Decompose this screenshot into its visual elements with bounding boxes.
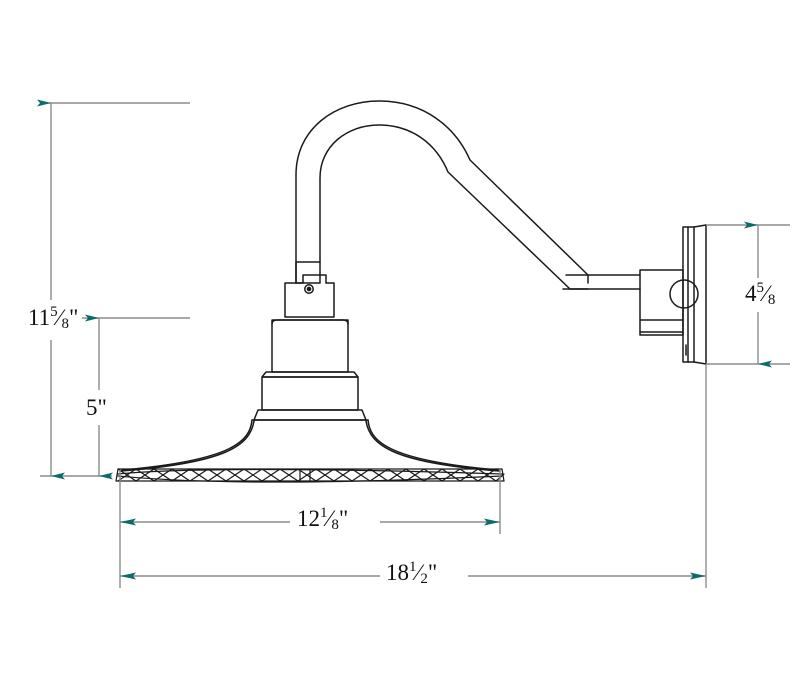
dim-shade-diameter-unit: ": [339, 506, 348, 531]
dim-shade-diameter-denominator: 8: [331, 517, 339, 533]
dim-shade-height-unit: ": [98, 395, 107, 420]
shade-outer-curve-right: [365, 420, 501, 472]
shade-outer-curve-left: [119, 420, 255, 472]
dim-projection-unit: ": [428, 560, 437, 585]
dim-overall-height-denominator: 8: [62, 316, 70, 332]
dim-projection-denominator: 2: [420, 571, 428, 587]
shade-bead: [253, 409, 367, 421]
dim-label-shade-height: 5": [86, 395, 107, 420]
shade-body-right: [367, 419, 499, 471]
wall-plate-top-edge: [693, 224, 707, 228]
dim-label-plate-height: 45⁄8: [745, 280, 775, 308]
set-screw-center: [306, 286, 312, 292]
knockout-icon: [669, 279, 699, 309]
gooseneck-arm-inner: [319, 124, 589, 290]
dim-projection-whole: 18: [386, 560, 409, 585]
dimension-lines: [37, 99, 790, 588]
shade-collar-upper: [271, 319, 349, 373]
shade-body: [121, 419, 253, 471]
shade-collar-upper-rounded: [271, 319, 349, 325]
gooseneck-arm-outer: [295, 100, 589, 284]
fitter-neck: [295, 261, 321, 284]
dim-label-overall-height: 115⁄8": [28, 304, 78, 332]
dim-shade-diameter-whole: 12: [297, 506, 320, 531]
dim-label-shade-diameter: 121⁄8": [297, 505, 348, 533]
dim-overall-height-unit: ": [69, 305, 78, 330]
wall-plate-bottom-edge: [693, 361, 707, 365]
dim-projection-numerator: 1: [409, 559, 417, 575]
fixture-drawing: [115, 100, 707, 483]
dim-overall-height-whole: 11: [28, 305, 50, 330]
dim-shade-diameter-numerator: 1: [320, 505, 328, 521]
dim-label-projection: 181⁄2": [386, 559, 437, 587]
shade-collar-mid-top-bevel: [261, 371, 359, 378]
dimension-labels: 115⁄8" 5" 121⁄8" 181⁄2" 45⁄8: [28, 280, 775, 587]
shade-rim: [115, 468, 505, 483]
dim-plate-height-denominator: 8: [768, 292, 776, 308]
dim-plate-height-whole: 4: [745, 281, 757, 306]
set-screw: [304, 284, 314, 294]
junction-box: [639, 269, 684, 336]
dim-overall-height-numerator: 5: [50, 304, 58, 320]
dim-shade-height-whole: 5: [86, 395, 98, 420]
dim-plate-height-numerator: 5: [757, 280, 765, 296]
shade-collar-mid: [261, 376, 359, 411]
shade-fitter: [284, 274, 335, 318]
